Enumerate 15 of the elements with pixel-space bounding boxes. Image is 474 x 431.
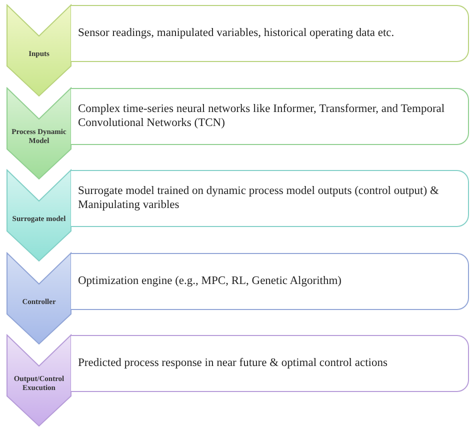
chevron-step xyxy=(6,87,72,180)
description-box xyxy=(71,253,469,310)
description-box xyxy=(71,88,469,145)
description-box xyxy=(71,170,469,227)
description-text: Surrogate model trained on dynamic process model outputs (control output) & Manipulating varibles xyxy=(77,184,440,212)
chevron-step xyxy=(6,169,72,262)
chevron-step xyxy=(6,4,72,97)
description-box xyxy=(71,335,469,392)
chevron-step xyxy=(6,252,72,345)
chevron-step xyxy=(6,334,72,427)
description-text: Sensor readings, manipulated variables, historical operating data etc. xyxy=(77,26,396,40)
description-text: Predicted process response in near future & optimal control actions xyxy=(77,356,388,370)
description-text: Optimization engine (e.g., MPC, RL, Genetic Algorithm) xyxy=(77,274,343,288)
description-box xyxy=(71,5,469,62)
description-text: Complex time-series neural networks like Informer, Transformer, and Temporal Convolutional Networks (TCN) xyxy=(77,102,446,130)
